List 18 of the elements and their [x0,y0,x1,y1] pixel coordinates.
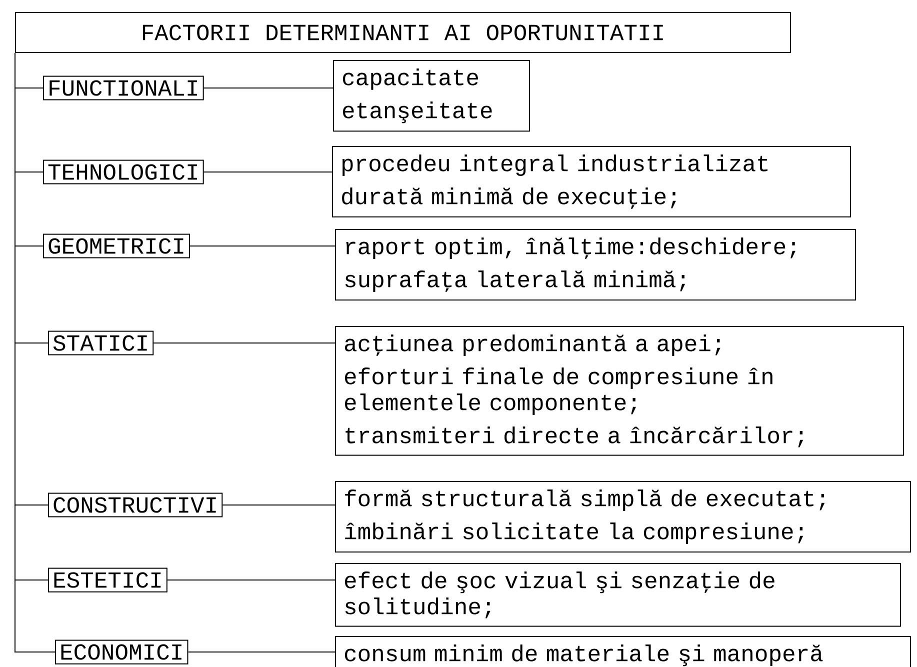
description-box: consum minim de materiale şi manoperă [335,636,911,667]
description-box: efect de şoc vizual şi senzaţie de solitudine; [335,563,902,627]
description-box: capacitate etanşeitate [333,60,530,132]
description-box: procedeu integral industrializat durată minimă de execuţie; [332,146,851,218]
description-box: raport optim, înălţime:deschidere; suprafaţa laterală minimă; [335,229,856,300]
category-box: STATICI [48,330,154,356]
title-box: FACTORII DETERMINANTI AI OPORTUNITATII [15,12,792,53]
category-box: GEOMETRICI [43,234,190,258]
description-box: acţiunea predominantă a apei; eforturi finale de compresiune în elementele componente; transmiteri directe a încărcărilor; [335,326,904,456]
category-box: ECONOMICI [55,640,188,664]
connector-line [153,342,336,344]
connector-line [14,52,56,652]
category-box: FUNCTIONALI [43,76,204,100]
description-box: formă structurală simplă de executat; îmbinări solicitate la compresiune; [335,481,911,552]
category-box: ESTETICI [48,568,168,592]
category-box: TEHNOLOGICI [43,160,204,184]
category-box: CONSTRUCTIVI [48,492,223,518]
connector-line [222,504,336,506]
